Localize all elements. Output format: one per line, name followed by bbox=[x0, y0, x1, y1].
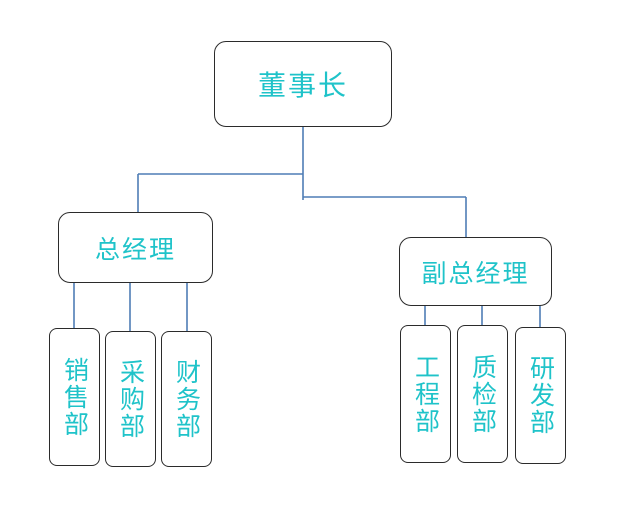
node-engineering-dept: 工程部 bbox=[400, 325, 451, 463]
node-chairman: 董事长 bbox=[214, 41, 392, 127]
node-qc-dept: 质检部 bbox=[457, 325, 508, 463]
node-rnd-dept: 研发部 bbox=[515, 327, 566, 464]
node-deputy-general-manager: 副总经理 bbox=[399, 237, 552, 306]
node-general-manager-label: 总经理 bbox=[94, 234, 176, 264]
node-purchasing-dept: 采购部 bbox=[105, 331, 156, 467]
node-qc-dept-label: 质检部 bbox=[468, 353, 498, 435]
node-engineering-dept-label: 工程部 bbox=[411, 353, 441, 435]
node-general-manager: 总经理 bbox=[58, 212, 213, 283]
node-sales-dept-label: 销售部 bbox=[60, 356, 90, 438]
node-finance-dept: 财务部 bbox=[161, 331, 212, 467]
node-rnd-dept-label: 研发部 bbox=[526, 355, 556, 436]
node-chairman-label: 董事长 bbox=[257, 69, 348, 102]
node-deputy-general-manager-label: 副总经理 bbox=[421, 258, 530, 288]
node-purchasing-dept-label: 采购部 bbox=[116, 358, 146, 440]
node-sales-dept: 销售部 bbox=[49, 328, 100, 466]
node-finance-dept-label: 财务部 bbox=[172, 358, 202, 440]
